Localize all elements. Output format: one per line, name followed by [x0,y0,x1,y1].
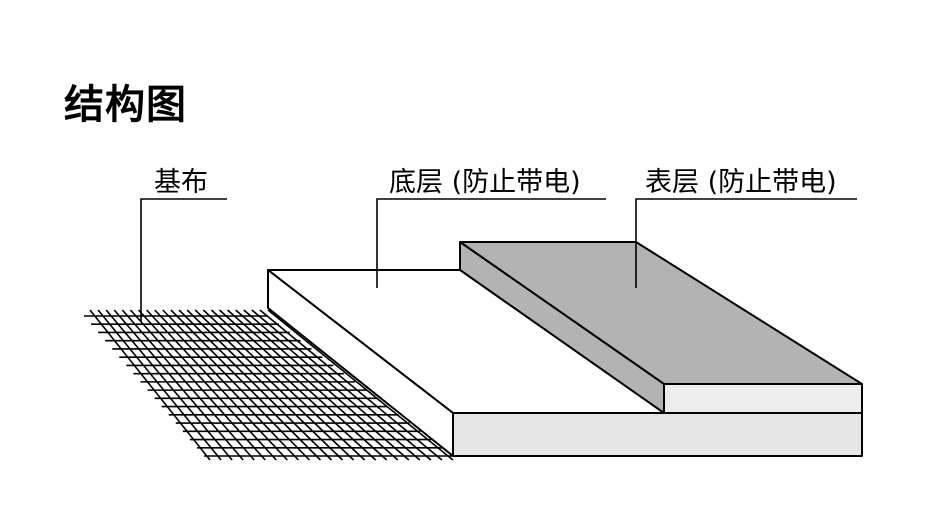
leader-line-base-fabric [140,198,227,322]
leader-line-bottom-layer [376,198,606,288]
mesh-warp-line [267,309,454,461]
base-fabric-mesh [84,309,454,461]
top-layer-front-face [663,383,863,414]
mesh-warp-line [210,309,377,461]
mesh-warp-line [202,309,366,461]
mesh-warp-line [243,309,421,461]
mesh-warp-line [194,309,355,461]
leader-line-top-layer [635,198,857,288]
mesh-warp-line [218,309,388,461]
top-layer-slab [459,241,863,414]
bottom-layer-front-face [452,412,863,457]
mesh-warp-line [170,309,322,461]
label-top-layer: 表层 (防止带电) [645,167,837,198]
mesh-warp-line [186,309,344,461]
leader-lines [140,198,857,322]
mesh-warp-line [113,309,244,461]
mesh-warp-line [154,309,299,461]
diagram-title: 结构图 [64,82,187,128]
mesh-warp-line [137,309,277,461]
mesh-warp-line [89,309,211,461]
mesh-warp-line [178,309,333,461]
mesh-warp-line [235,309,410,461]
mesh-warp-line [105,309,233,461]
mesh-warp-line [129,309,266,461]
label-bottom-layer: 底层 (防止带电) [389,167,581,198]
mesh-warp-line [162,309,310,461]
mesh-warp-line [97,309,222,461]
mesh-warp-line [251,309,432,461]
label-base-fabric: 基布 [154,167,208,198]
mesh-warp-line [227,309,399,461]
mesh-warp-line [146,309,288,461]
mesh-warp-line [121,309,255,461]
mesh-warp-line [259,309,443,461]
